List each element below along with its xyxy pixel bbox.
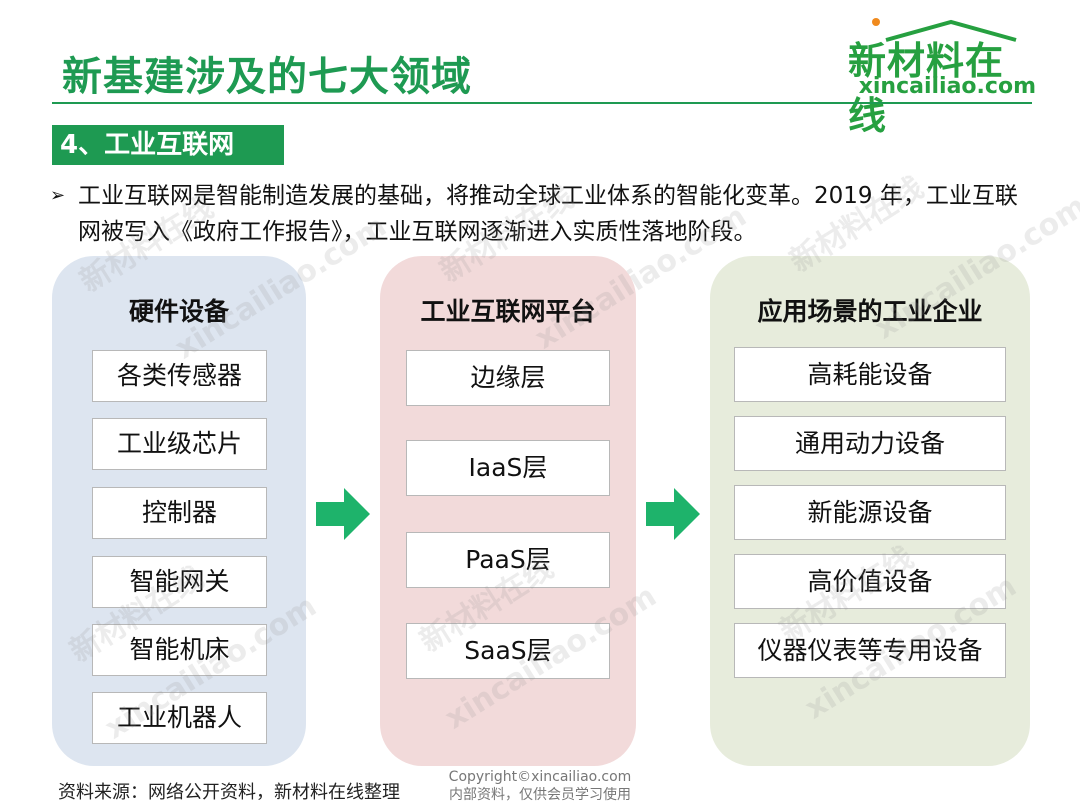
source-note: 资料来源：网络公开资料，新材料在线整理 — [58, 782, 400, 803]
item-box: 高耗能设备 — [734, 347, 1006, 402]
section-heading: 4、工业互联网 — [52, 125, 284, 165]
item-box: 工业级芯片 — [92, 418, 267, 470]
brand-logo: 新材料在线 xincailiao.com — [848, 18, 1038, 138]
copyright-text: Copyright©xincailiao.com — [448, 769, 632, 785]
page-title: 新基建涉及的七大领域 — [62, 54, 472, 100]
item-box: PaaS层 — [406, 532, 610, 588]
item-box: IaaS层 — [406, 440, 610, 496]
column-heading: 工业互联网平台 — [420, 297, 596, 326]
bullet-text: 工业互联网是智能制造发展的基础，将推动全球工业体系的智能化变革。2019 年，工… — [78, 183, 1018, 245]
item-box: 智能机床 — [92, 624, 267, 676]
item-box: 边缘层 — [406, 350, 610, 406]
item-box: 通用动力设备 — [734, 416, 1006, 471]
item-box: 新能源设备 — [734, 485, 1006, 540]
copyright-block: Copyright©xincailiao.com 内部资料，仅供会员学习使用 — [440, 768, 640, 804]
item-box: 各类传感器 — [92, 350, 267, 402]
item-box: 控制器 — [92, 487, 267, 539]
column-heading: 应用场景的工业企业 — [757, 297, 983, 326]
bullet-arrow-icon: ➢ — [50, 185, 66, 206]
title-divider — [52, 102, 1032, 104]
item-box: 仪器仪表等专用设备 — [734, 623, 1006, 678]
right-arrow-icon — [646, 488, 700, 540]
item-box: 工业机器人 — [92, 692, 267, 744]
logo-chinese-text: 新材料在线 — [848, 39, 1005, 138]
item-box: 智能网关 — [92, 556, 267, 608]
roof-icon — [872, 18, 1017, 42]
column-hardware: 硬件设备 各类传感器 工业级芯片 控制器 智能网关 智能机床 工业机器人 — [52, 256, 306, 766]
item-box: SaaS层 — [406, 623, 610, 679]
logo-domain-text: xincailiao.com — [858, 74, 1036, 99]
internal-notice: 内部资料，仅供会员学习使用 — [449, 787, 631, 803]
right-arrow-icon — [316, 488, 370, 540]
item-box: 高价值设备 — [734, 554, 1006, 609]
column-platform: 工业互联网平台 边缘层 IaaS层 PaaS层 SaaS层 — [380, 256, 636, 766]
column-applications: 应用场景的工业企业 高耗能设备 通用动力设备 新能源设备 高价值设备 仪器仪表等… — [710, 256, 1030, 766]
column-heading: 硬件设备 — [128, 297, 229, 326]
